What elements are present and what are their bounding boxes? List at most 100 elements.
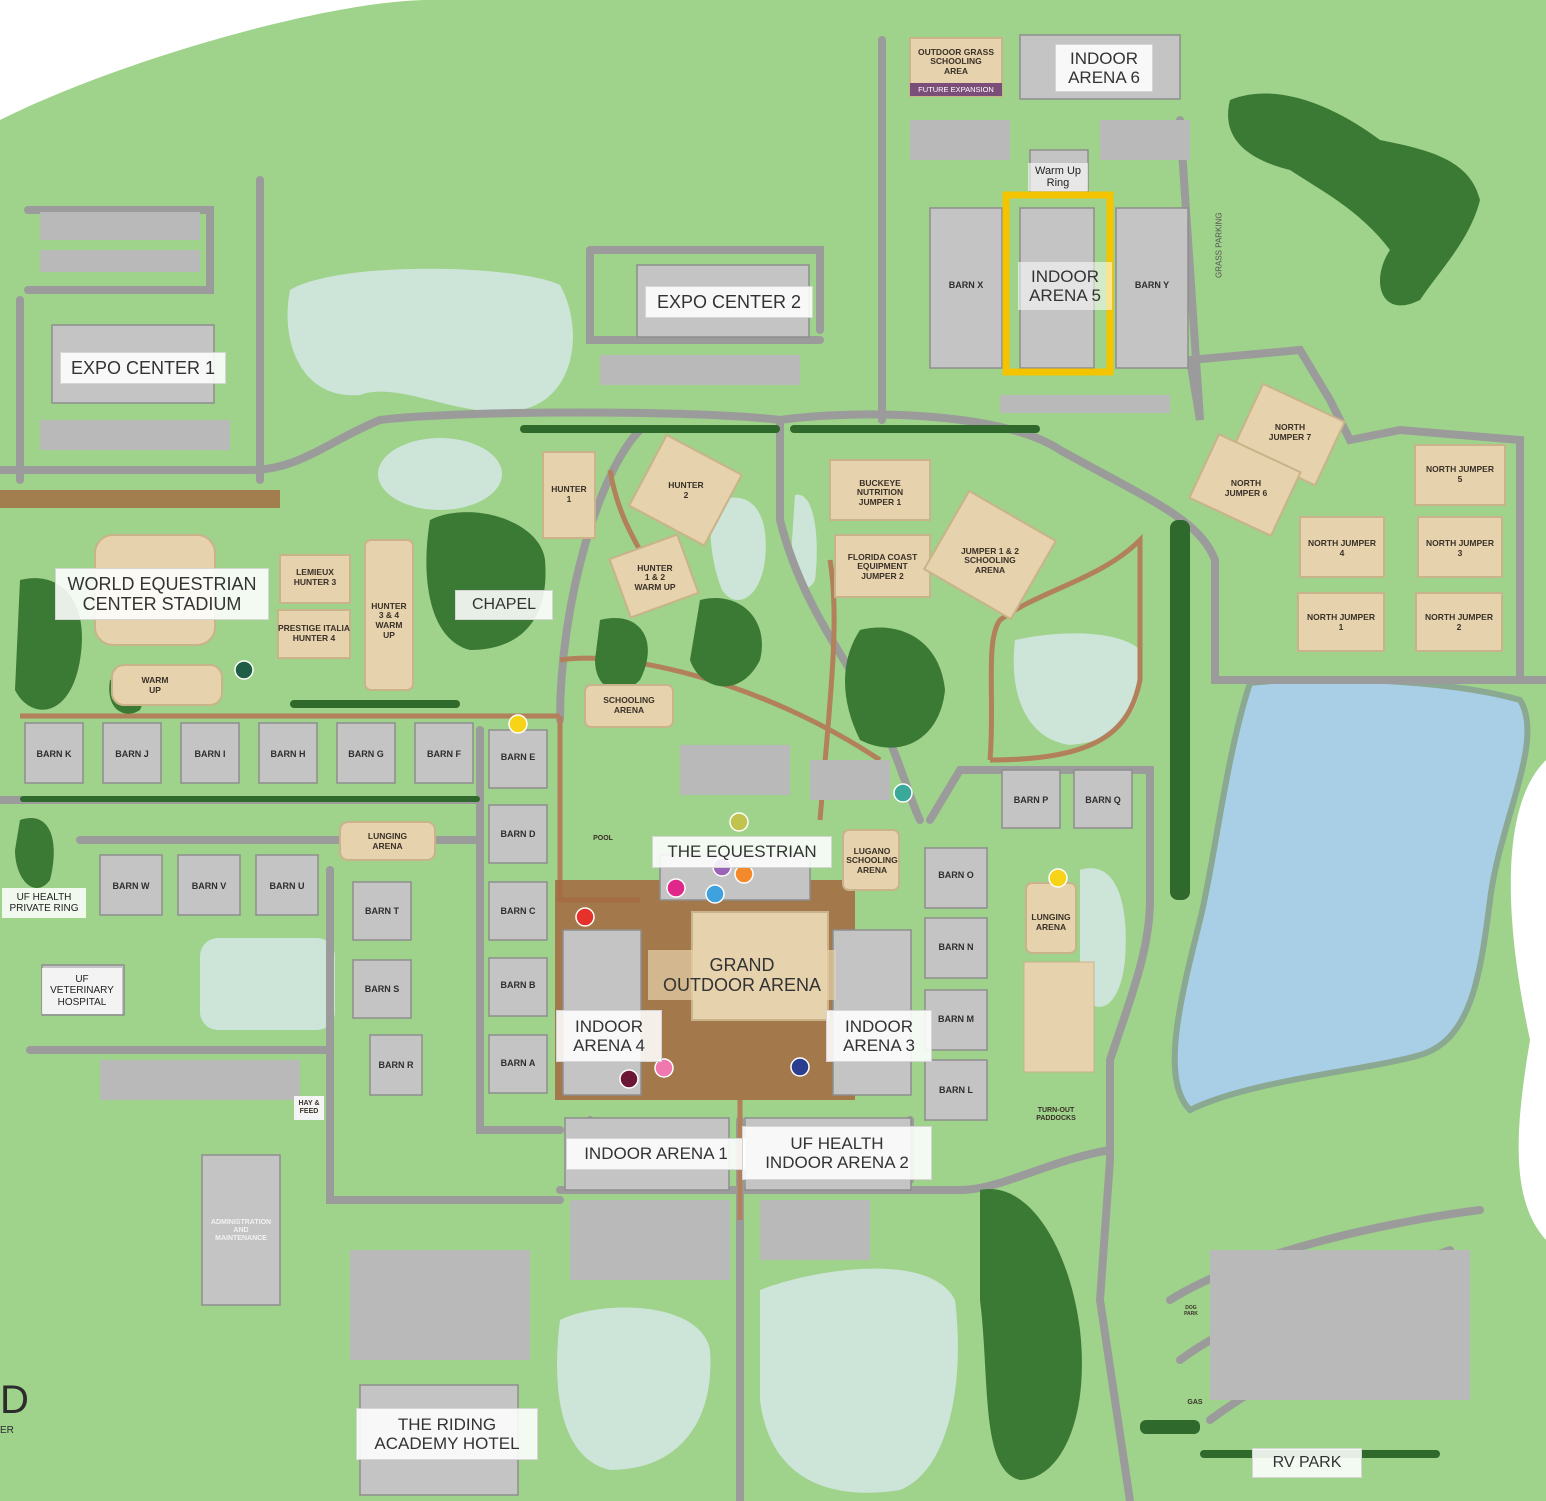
label-buckeye[interactable]: BUCKEYE NUTRITION JUMPER 1	[856, 477, 904, 507]
label-hunter-2[interactable]: HUNTER 2	[668, 480, 704, 500]
marker-navy[interactable]	[790, 1057, 810, 1077]
label-barn-t[interactable]: BARN T	[365, 905, 399, 916]
label-dog-park[interactable]: DOG PARK	[1184, 1305, 1198, 1317]
label-warm-up-ring[interactable]: Warm Up Ring	[1028, 163, 1088, 191]
label-north-jumper-2[interactable]: NORTH JUMPER 2	[1424, 612, 1493, 632]
label-barn-y[interactable]: BARN Y	[1134, 279, 1170, 290]
label-barn-b[interactable]: BARN B	[500, 979, 536, 990]
logo-sub: ER	[0, 1425, 14, 1437]
buildings	[24, 34, 1189, 1496]
pond-west	[200, 938, 335, 1030]
label-barn-p[interactable]: BARN P	[1013, 794, 1049, 805]
label-hunter-12-warmup[interactable]: HUNTER 1 & 2 WARM UP	[634, 562, 676, 592]
label-turnout[interactable]: TURN-OUT PADDOCKS	[1036, 1107, 1076, 1122]
pond-chapel	[378, 438, 502, 510]
lake	[1171, 676, 1531, 1114]
label-hunter-34-warmup[interactable]: HUNTER 3 & 4 WARM UP	[371, 600, 407, 640]
label-grand-outdoor-arena[interactable]: GRAND OUTDOOR ARENA	[648, 950, 836, 1000]
pond-north-west	[287, 268, 573, 412]
label-rv-park[interactable]: RV PARK	[1252, 1448, 1362, 1478]
label-barn-i[interactable]: BARN I	[194, 748, 226, 759]
label-barn-d[interactable]: BARN D	[500, 828, 536, 839]
label-admin[interactable]: ADMINISTRATION AND MAINTENANCE	[210, 1219, 272, 1242]
label-schooling-arena[interactable]: SCHOOLING ARENA	[603, 695, 655, 715]
label-expo-center-2[interactable]: EXPO CENTER 2	[645, 286, 813, 318]
label-indoor-arena-5[interactable]: INDOOR ARENA 5	[1018, 262, 1112, 310]
label-lugano[interactable]: LUGANO SCHOOLING ARENA	[846, 845, 898, 875]
label-lemieux[interactable]: LEMIEUX HUNTER 3	[293, 567, 337, 587]
label-north-jumper-6[interactable]: NORTH JUMPER 6	[1224, 478, 1268, 498]
logo-fragment: D	[0, 1377, 29, 1422]
label-indoor-arena-3[interactable]: INDOOR ARENA 3	[826, 1010, 932, 1062]
label-chapel[interactable]: CHAPEL	[455, 590, 553, 620]
label-barn-m[interactable]: BARN M	[938, 1013, 974, 1024]
label-barn-e[interactable]: BARN E	[500, 751, 536, 762]
label-hay-feed[interactable]: HAY & FEED	[294, 1096, 324, 1120]
label-prestige[interactable]: PRESTIGE ITALIA HUNTER 4	[277, 623, 351, 643]
label-barn-w[interactable]: BARN W	[112, 880, 150, 891]
label-lunging-arena-west[interactable]: LUNGING ARENA	[367, 831, 408, 851]
pond-east	[1013, 633, 1142, 745]
label-uf-private-ring[interactable]: UF HEALTH PRIVATE RING	[2, 888, 86, 918]
parking-lots	[40, 120, 1470, 1400]
label-barn-r[interactable]: BARN R	[378, 1059, 414, 1070]
label-future-expansion: FUTURE EXPANSION	[910, 83, 1002, 96]
pond-south	[760, 1268, 958, 1493]
label-north-jumper-3[interactable]: NORTH JUMPER 3	[1425, 538, 1494, 558]
label-barn-h[interactable]: BARN H	[270, 748, 306, 759]
marker-magenta[interactable]	[666, 878, 686, 898]
label-jumper-12-schooling[interactable]: JUMPER 1 & 2 SCHOOLING ARENA	[960, 545, 1020, 575]
label-barn-g[interactable]: BARN G	[348, 748, 384, 759]
marker-yellow-barn-e[interactable]	[508, 714, 528, 734]
label-expo-center-1[interactable]: EXPO CENTER 1	[60, 352, 226, 384]
label-indoor-arena-6[interactable]: INDOOR ARENA 6	[1055, 44, 1153, 92]
label-indoor-arena-4[interactable]: INDOOR ARENA 4	[556, 1010, 662, 1062]
marker-olive[interactable]	[729, 812, 749, 832]
pond-south-west	[557, 1307, 711, 1470]
label-barn-o[interactable]: BARN O	[938, 869, 974, 880]
label-lunging-arena-east[interactable]: LUNGING ARENA	[1031, 912, 1071, 932]
label-north-jumper-1[interactable]: NORTH JUMPER 1	[1306, 612, 1375, 632]
label-barn-l[interactable]: BARN L	[939, 1084, 973, 1095]
label-warm-up[interactable]: WARM UP	[141, 675, 169, 695]
label-barn-f[interactable]: BARN F	[427, 748, 461, 759]
label-wec-stadium[interactable]: WORLD EQUESTRIAN CENTER STADIUM	[55, 568, 269, 620]
label-uf-vet[interactable]: UF VETERINARY HOSPITAL	[42, 968, 122, 1014]
label-barn-k[interactable]: BARN K	[36, 748, 72, 759]
marker-maroon[interactable]	[619, 1069, 639, 1089]
marker-pink[interactable]	[654, 1058, 674, 1078]
label-barn-s[interactable]: BARN S	[364, 983, 400, 994]
stadium-path	[0, 490, 280, 508]
label-grass-parking: GRASS PARKING	[1214, 212, 1224, 278]
label-barn-n[interactable]: BARN N	[938, 941, 974, 952]
label-barn-u[interactable]: BARN U	[269, 880, 305, 891]
marker-yellow-lunging[interactable]	[1048, 868, 1068, 888]
label-north-jumper-7[interactable]: NORTH JUMPER 7	[1268, 422, 1312, 442]
label-pool[interactable]: POOL	[593, 835, 613, 843]
pond-hunter	[710, 497, 766, 600]
turnout-paddock-grid	[1023, 961, 1095, 1073]
marker-darkgreen[interactable]	[234, 660, 254, 680]
label-north-jumper-5[interactable]: NORTH JUMPER 5	[1425, 464, 1494, 484]
label-barn-q[interactable]: BARN Q	[1085, 794, 1121, 805]
label-barn-x[interactable]: BARN X	[948, 279, 984, 290]
label-florida-coast[interactable]: FLORIDA COAST EQUIPMENT JUMPER 2	[847, 551, 918, 581]
label-indoor-arena-2[interactable]: UF HEALTH INDOOR ARENA 2	[742, 1126, 932, 1180]
label-the-equestrian[interactable]: THE EQUESTRIAN	[652, 836, 832, 868]
label-north-jumper-4[interactable]: NORTH JUMPER 4	[1307, 538, 1376, 558]
label-indoor-arena-1[interactable]: INDOOR ARENA 1	[566, 1138, 746, 1170]
marker-blue[interactable]	[705, 884, 725, 904]
label-barn-j[interactable]: BARN J	[115, 748, 149, 759]
label-barn-a[interactable]: BARN A	[500, 1057, 536, 1068]
marker-teal[interactable]	[893, 783, 913, 803]
label-barn-v[interactable]: BARN V	[191, 880, 227, 891]
label-gas[interactable]: GAS	[1187, 1399, 1203, 1407]
marker-red[interactable]	[575, 907, 595, 927]
label-riding-academy[interactable]: THE RIDING ACADEMY HOTEL	[356, 1408, 538, 1460]
label-hunter-1[interactable]: HUNTER 1	[551, 484, 587, 504]
label-outdoor-grass[interactable]: OUTDOOR GRASS SCHOOLING AREA	[917, 46, 995, 76]
label-barn-c[interactable]: BARN C	[500, 905, 536, 916]
